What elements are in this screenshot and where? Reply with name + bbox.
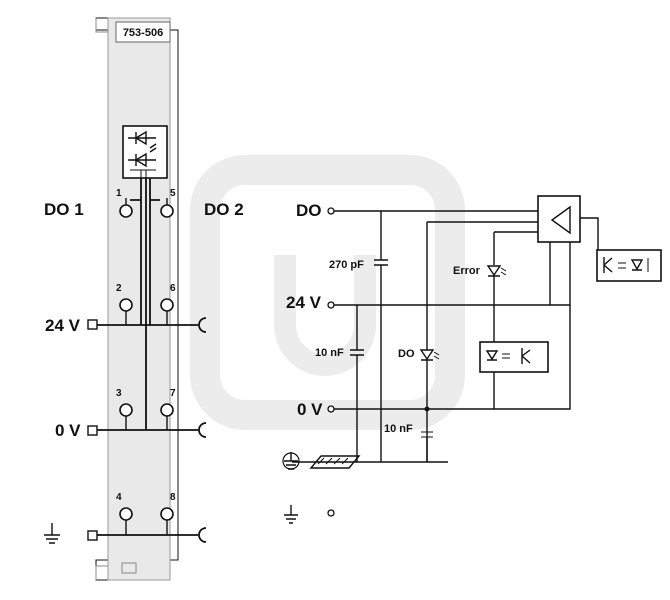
cap-10a-label: 10 nF <box>315 347 344 359</box>
terminal-label-3: 3 <box>116 388 122 399</box>
capacitor-10nf-a <box>350 305 364 462</box>
v0-line <box>334 305 571 410</box>
optocoupler-icon <box>122 125 168 179</box>
terminal-1[interactable] <box>119 198 133 218</box>
schematic-label-0v: 0 V <box>297 400 323 419</box>
terminal-label-5: 5 <box>170 188 176 199</box>
terminal-label-8: 8 <box>170 492 176 503</box>
watermark-logo <box>190 155 465 430</box>
module-housing <box>95 17 179 581</box>
error-led-wire <box>493 231 538 409</box>
terminal-label-6: 6 <box>170 283 176 294</box>
capacitor-270pf <box>374 211 388 462</box>
ground-bus <box>292 437 448 463</box>
internal-wires <box>130 178 160 430</box>
terminal-2[interactable] <box>119 298 133 325</box>
junction-dot <box>424 406 430 412</box>
terminal-4[interactable] <box>119 507 133 535</box>
terminal-label-4: 4 <box>116 492 122 503</box>
rail-0v <box>87 422 207 438</box>
cap-270-label: 270 pF <box>329 259 364 271</box>
terminal-8[interactable] <box>160 507 174 535</box>
do-led-label: DO <box>398 348 415 360</box>
earth-ground-icon <box>282 452 300 470</box>
schematic-terminals <box>327 207 335 517</box>
do-led-icon <box>419 349 440 361</box>
part-number: 753-506 <box>123 27 163 39</box>
rail-24v <box>87 317 207 333</box>
output-optocoupler-icon <box>596 249 662 282</box>
rail-ground <box>87 527 207 543</box>
cap-10b-label: 10 nF <box>384 423 413 435</box>
terminal-5[interactable] <box>160 198 174 218</box>
isolation-block-icon <box>479 341 549 373</box>
label-do1: DO 1 <box>44 200 84 219</box>
terminal-7[interactable] <box>160 403 174 430</box>
schematic-label-24v: 24 V <box>286 293 322 312</box>
schematic-label-do: DO <box>296 201 322 220</box>
din-rail-icon <box>309 455 361 469</box>
error-led-icon <box>486 265 507 277</box>
driver-amplifier <box>537 195 581 243</box>
ground-icon <box>44 523 60 544</box>
terminal-label-1: 1 <box>116 188 122 199</box>
amp-feedback <box>549 217 599 305</box>
terminal-3[interactable] <box>119 403 133 430</box>
error-led-label: Error <box>453 265 481 277</box>
label-do2: DO 2 <box>204 200 244 219</box>
label-24v-left: 24 V <box>45 316 81 335</box>
ground-icon-schematic <box>284 505 298 524</box>
terminal-label-7: 7 <box>170 388 176 399</box>
part-number-label <box>115 21 171 43</box>
terminal-6[interactable] <box>160 298 174 325</box>
terminal-label-2: 2 <box>116 283 122 294</box>
label-0v-left: 0 V <box>55 421 81 440</box>
